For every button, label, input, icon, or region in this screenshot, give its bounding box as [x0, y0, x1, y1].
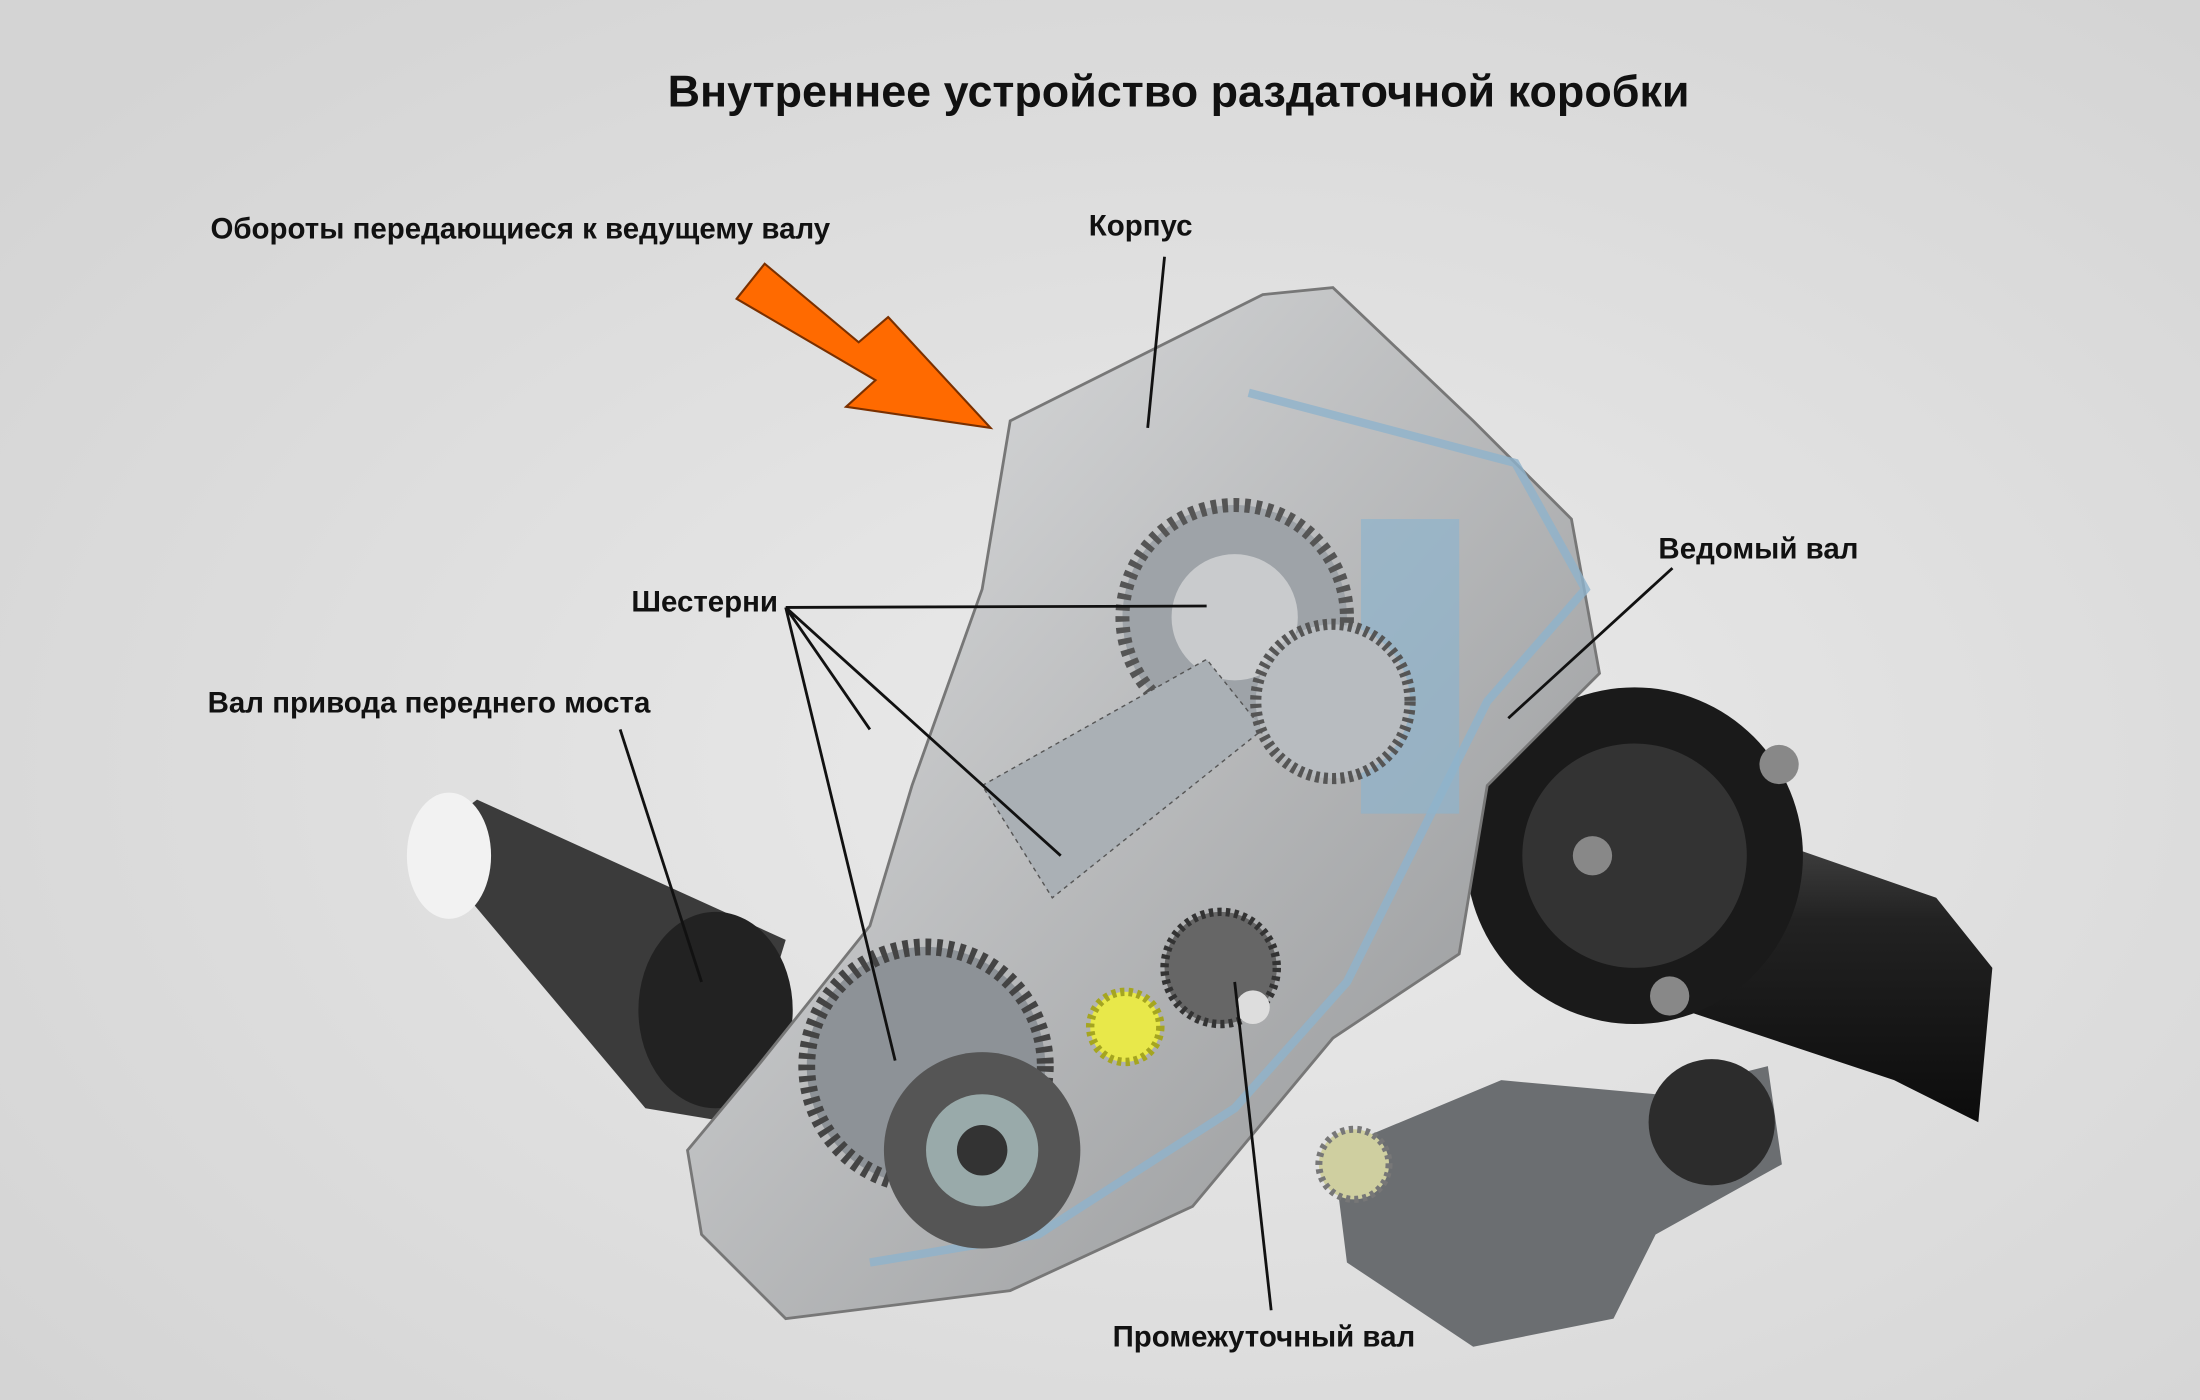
label-intermediate-shaft: Промежуточный вал — [1113, 1321, 1416, 1354]
driven-shaft-leader-line — [1507, 567, 1674, 720]
gears-leader-lines — [784, 604, 1207, 1061]
label-front-axle-shaft: Вал привода переднего моста — [208, 687, 651, 720]
front-axle-leader-line — [618, 729, 703, 983]
page-title: Внутреннее устройство раздаточной коробк… — [668, 66, 1690, 117]
actuator-motor-illustration — [1315, 1059, 1782, 1347]
label-input-rotation: Обороты передающиеся к ведущему валу — [210, 212, 830, 245]
intermediate-shaft-leader-line — [1233, 981, 1273, 1311]
input-rotation-arrow — [735, 262, 994, 430]
housing-leader-line — [1146, 256, 1166, 428]
label-driven-shaft: Ведомый вал — [1658, 532, 1858, 565]
gears-illustration — [798, 497, 1416, 1249]
label-gears: Шестерни — [631, 586, 778, 619]
front-axle-shaft-illustration — [406, 792, 793, 1123]
driven-shaft-illustration — [1466, 687, 1993, 1123]
label-housing: Корпус — [1089, 210, 1193, 243]
